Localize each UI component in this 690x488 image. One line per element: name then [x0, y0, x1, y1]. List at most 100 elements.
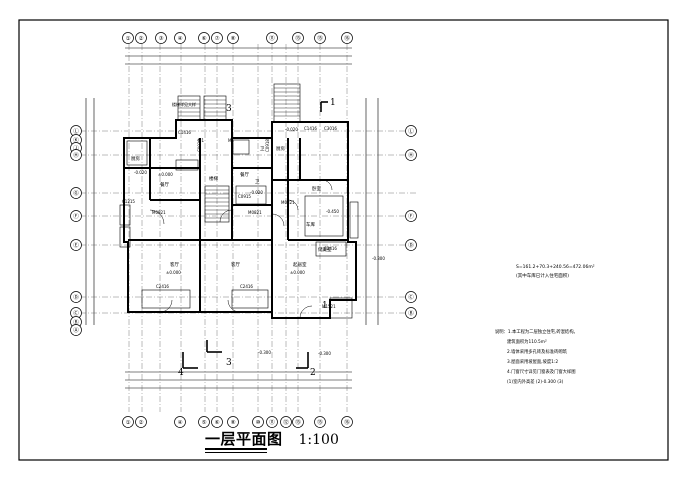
level-mark-5: -0.020	[250, 190, 263, 195]
label-m1521: M1521	[322, 304, 336, 309]
note-line-1: 说明：1.本工程为二层独立住宅,砖混结构。	[495, 330, 578, 335]
axis-top-4-circle	[174, 32, 186, 44]
walls	[123, 119, 357, 319]
axis-left-6: Ⓕ	[73, 212, 79, 220]
axis-left-8-circle	[70, 291, 82, 303]
axis-left-4: Ⓗ	[73, 151, 79, 159]
axis-bottom-12: ⑫	[283, 418, 289, 426]
axis-bottom-1: ①	[126, 420, 131, 426]
axis-bottom-5-circle	[198, 416, 210, 428]
axis-bottom-15-circle	[314, 416, 326, 428]
section-1-top: 1	[330, 98, 336, 108]
axis-right-6: Ⓑ	[408, 309, 414, 317]
level-mark-1: ±0.000	[158, 172, 173, 177]
label-c2416-c: C2416	[324, 246, 337, 251]
label-m1-b: M1	[228, 138, 234, 143]
room-labels: 厨房 厨房 餐厅 餐厅 客厅 客厅 起居室 卧室 卫 卫 楼梯 车库 储藏室 楼…	[131, 101, 332, 268]
room-dining-1: 餐厅	[160, 181, 169, 188]
room-living-2: 客厅	[231, 261, 240, 268]
axis-left-1: Ⓛ	[73, 127, 79, 135]
axis-top-6-circle	[198, 32, 210, 44]
axis-right-5: Ⓒ	[408, 293, 414, 301]
axis-bottom-2-circle	[135, 416, 147, 428]
room-kitchen-2: 厨房	[276, 145, 285, 152]
axis-top-11: ⑪	[269, 34, 275, 42]
section-3-top: 3	[226, 104, 232, 114]
label-c1215: C1215	[122, 199, 135, 204]
axis-top-7: ⑦	[215, 35, 220, 42]
axis-top-2: ②	[139, 35, 144, 42]
axis-top-15: ⑮	[317, 34, 323, 42]
label-c0918-a: C0918	[197, 139, 202, 152]
axis-right-6-circle	[405, 307, 417, 319]
axis-bottom-16-circle	[341, 416, 353, 428]
axis-top-8: ⑧	[231, 36, 236, 42]
level-mark-6: -0.300	[372, 256, 385, 261]
label-c3016: C3016	[324, 126, 337, 131]
title-underline-thin	[205, 452, 267, 453]
axis-bottom-11: ⑪	[269, 418, 275, 426]
level-mark-7: -0.300	[258, 350, 271, 355]
axis-top-15-circle	[314, 32, 326, 44]
axis-left-6-circle	[70, 210, 82, 222]
axis-top-3: ③	[159, 36, 164, 42]
axis-bottom-2: ②	[139, 419, 144, 426]
axis-left-11-circle	[70, 324, 82, 336]
axis-bubbles-left: ⓁⓀⒿⒽⒼⒻⒺⒹⒸⒷⒶ	[70, 125, 82, 336]
section-numbers: 1 1 3 3 4 2	[178, 98, 336, 378]
axis-left-7-circle	[70, 239, 82, 251]
axis-bottom-4: ④	[178, 420, 183, 426]
section-3-bottom: 3	[226, 358, 232, 368]
level-mark-2: ±0.000	[166, 270, 181, 275]
axis-top-7-circle	[211, 32, 223, 44]
sheet-border	[18, 19, 669, 461]
axis-right-2-circle	[405, 149, 417, 161]
label-m0821-c: M0821	[281, 200, 295, 205]
note-line-2: 建筑面积为110.5m²	[507, 340, 547, 345]
axis-bottom-5: ⑤	[202, 420, 207, 426]
axis-bottom-1-circle	[122, 416, 134, 428]
note-line-5: 4.门窗尺寸详见门窗表及门窗大样图	[507, 370, 576, 375]
axis-top-6: ⑥	[202, 36, 207, 42]
level-mark-3: ±0.000	[290, 270, 305, 275]
room-storage: 储藏室	[318, 246, 332, 253]
section-4: 4	[178, 368, 184, 378]
room-toilet-1: 卫	[260, 146, 265, 152]
room-stair: 楼梯	[209, 175, 218, 182]
level-mark-8: -0.300	[318, 351, 331, 356]
title-underline-thick	[205, 448, 267, 450]
room-dining-2: 餐厅	[240, 171, 249, 178]
axis-bottom-8-circle	[227, 416, 239, 428]
drawing-title-main: 一层平面图	[205, 430, 283, 448]
axis-bottom-13: ⑬	[295, 418, 301, 426]
level-mark-10: -0.020	[285, 127, 298, 132]
axis-top-1-circle	[122, 32, 134, 44]
axis-bottom-10-circle	[252, 416, 264, 428]
axis-bottom-6-circle	[211, 416, 223, 428]
axis-top-2-circle	[135, 32, 147, 44]
axis-top-13: ⑬	[295, 34, 301, 42]
axis-left-4-circle	[70, 149, 82, 161]
area-summary: S=161.2+70.3+240.56=472.06m²	[516, 264, 595, 270]
axis-right-3: Ⓕ	[408, 212, 414, 220]
label-c0918-b: C0918	[265, 139, 270, 152]
axis-left-5-circle	[70, 187, 82, 199]
note-line-3: 2.墙体采用多孔砖及标准砖砌筑	[507, 350, 567, 355]
axis-bottom-16: ⑯	[344, 418, 350, 426]
room-bedroom: 卧室	[312, 185, 321, 192]
label-c1416-a: C1416	[178, 130, 191, 135]
axis-right-1: Ⓛ	[408, 127, 414, 135]
level-mark-4: -0.020	[134, 170, 147, 175]
axis-bottom-13-circle	[292, 416, 304, 428]
axis-bottom-11-circle	[266, 416, 278, 428]
door-swings	[149, 179, 333, 319]
axis-top-16: ⑯	[344, 34, 350, 42]
stair-note: 楼梯详见大样	[172, 101, 196, 107]
section-marks	[182, 101, 328, 369]
axis-left-5: Ⓖ	[73, 189, 79, 197]
axis-grid	[80, 44, 418, 412]
label-c0915: C0915	[238, 194, 251, 199]
axis-bottom-4-circle	[174, 416, 186, 428]
axis-left-3: Ⓙ	[73, 144, 79, 152]
